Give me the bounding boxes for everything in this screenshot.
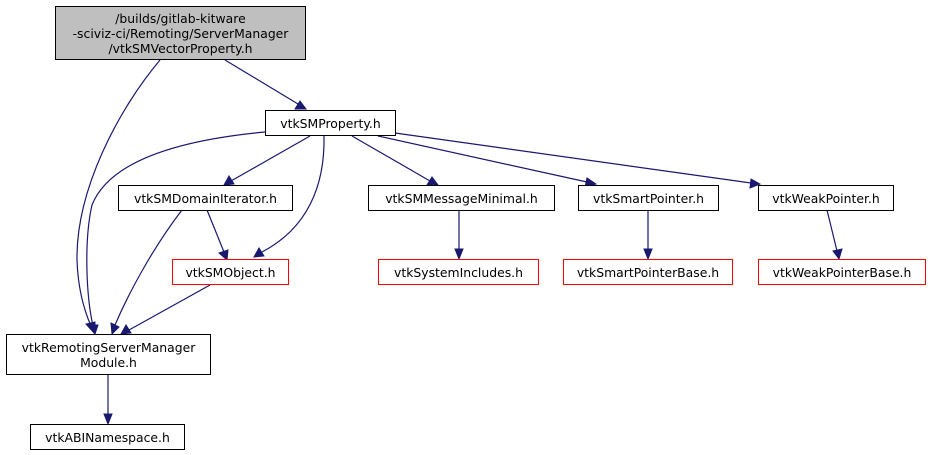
node-vtkweakpointer[interactable]: vtkWeakPointer.h xyxy=(758,185,894,211)
node-vtkremotingservermanagermodule[interactable]: vtkRemotingServerManager Module.h xyxy=(6,334,211,375)
edge-smproperty-to-messageminimal xyxy=(351,135,431,182)
edge-smproperty-to-domainiterator xyxy=(230,135,311,182)
node-vtkweakpointerbase[interactable]: vtkWeakPointerBase.h xyxy=(758,259,926,285)
edge-root-to-module xyxy=(76,59,161,327)
edge-domainiterator-to-smobject-arrow xyxy=(218,249,229,262)
edge-smproperty-to-messageminimal-arrow xyxy=(426,176,439,186)
edge-smobject-to-module-arrow xyxy=(120,324,132,335)
node-vtksmproperty[interactable]: vtkSMProperty.h xyxy=(265,110,396,136)
edge-smproperty-to-module xyxy=(86,131,266,327)
edge-smproperty-to-weakpointer-arrow xyxy=(749,178,762,189)
edge-weakpointer-to-weakpointerbase-arrow xyxy=(832,248,843,261)
edge-domainiterator-to-smobject xyxy=(206,209,225,253)
node-vtksmartpointer[interactable]: vtkSmartPointer.h xyxy=(578,185,719,211)
edge-smproperty-to-smobject xyxy=(261,135,325,253)
edge-smproperty-to-domainiterator-arrow xyxy=(223,175,235,186)
node-root-vtksmvectorproperty: /builds/gitlab-kitware -sciviz-ci/Remoti… xyxy=(55,6,306,60)
edge-domainiterator-to-module-arrow xyxy=(110,322,120,336)
edge-smproperty-to-module-arrow xyxy=(88,324,99,336)
node-vtksmmessageminimal[interactable]: vtkSMMessageMinimal.h xyxy=(368,185,555,211)
edge-root-to-smproperty xyxy=(224,59,299,105)
edge-smproperty-to-weakpointer xyxy=(394,132,752,184)
edges xyxy=(76,59,843,426)
edge-root-to-smproperty-arrow xyxy=(294,100,307,110)
node-vtksmobject[interactable]: vtkSMObject.h xyxy=(172,259,289,285)
edge-smproperty-to-smobject-arrow xyxy=(253,247,265,258)
node-vtksmartpointerbase[interactable]: vtkSmartPointerBase.h xyxy=(563,259,733,285)
edge-weakpointer-to-weakpointerbase xyxy=(826,209,838,252)
node-vtkabinamespace[interactable]: vtkABINamespace.h xyxy=(30,424,185,450)
node-vtksmdomainiterator[interactable]: vtkSMDomainIterator.h xyxy=(118,185,293,211)
edge-module-to-abinamespace-arrow xyxy=(103,413,113,426)
edge-smproperty-to-smartpointer xyxy=(377,135,588,183)
edge-messageminimal-to-systemincludes-arrow xyxy=(454,248,464,261)
edge-smobject-to-module xyxy=(128,284,211,331)
edge-domainiterator-to-module xyxy=(114,209,183,326)
edge-smartpointer-to-smartpointerbase-arrow xyxy=(643,248,653,261)
node-vtksystemincludes[interactable]: vtkSystemIncludes.h xyxy=(378,259,539,285)
